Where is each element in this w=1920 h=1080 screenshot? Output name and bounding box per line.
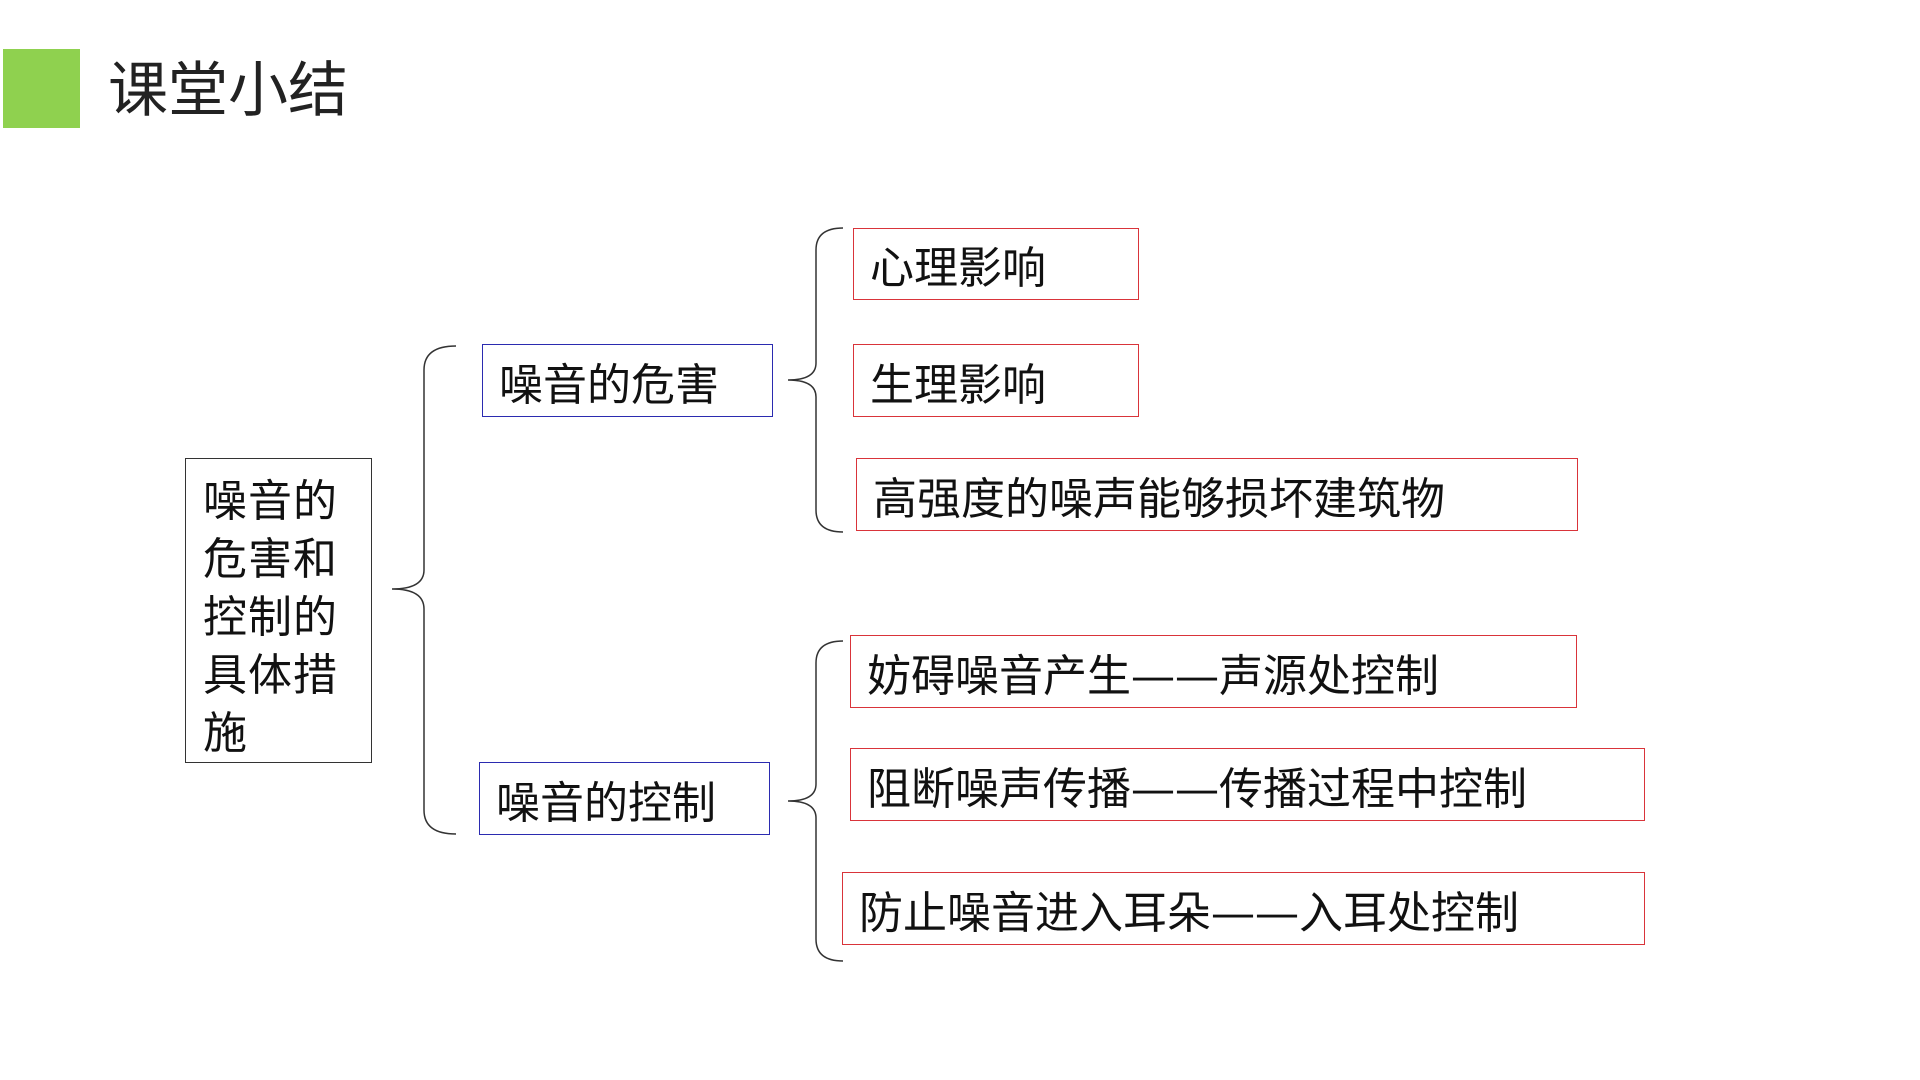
leaf-node-path-control: 阻断噪声传播——传播过程中控制 [850, 748, 1645, 821]
leaf-node-label: 生理影响 [870, 359, 1046, 411]
branch-node-harm: 噪音的危害 [482, 344, 773, 417]
root-node-line: 施 [203, 708, 248, 759]
leaf-node-label: 心理影响 [870, 243, 1046, 294]
root-bracket [391, 345, 457, 835]
control-bracket [787, 640, 844, 962]
branch-node-label: 噪音的控制 [496, 777, 716, 829]
leaf-node-psychological: 心理影响 [853, 228, 1139, 300]
leaf-node-label: 阻断噪声传播——传播过程中控制 [867, 763, 1527, 815]
root-node-line: 噪音的 [203, 476, 338, 527]
branch-node-label: 噪音的危害 [499, 359, 719, 411]
page-title: 课堂小结 [108, 56, 348, 126]
branch-node-control: 噪音的控制 [479, 762, 770, 835]
root-node-line: 控制的 [203, 592, 338, 643]
leaf-node-label: 防止噪音进入耳朵——入耳处控制 [859, 887, 1519, 939]
root-node: 噪音的 危害和 控制的 具体措 施 [185, 458, 372, 763]
root-node-line: 危害和 [203, 534, 338, 585]
title-accent-block [3, 49, 80, 128]
harm-bracket [787, 227, 844, 533]
root-node-line: 具体措 [203, 650, 338, 701]
leaf-node-physiological: 生理影响 [853, 344, 1139, 417]
leaf-node-label: 高强度的噪声能够损坏建筑物 [873, 473, 1445, 525]
leaf-node-label: 妨碍噪音产生——声源处控制 [867, 650, 1439, 702]
leaf-node-source-control: 妨碍噪音产生——声源处控制 [850, 635, 1577, 708]
leaf-node-building-damage: 高强度的噪声能够损坏建筑物 [856, 458, 1578, 531]
leaf-node-ear-control: 防止噪音进入耳朵——入耳处控制 [842, 872, 1645, 945]
